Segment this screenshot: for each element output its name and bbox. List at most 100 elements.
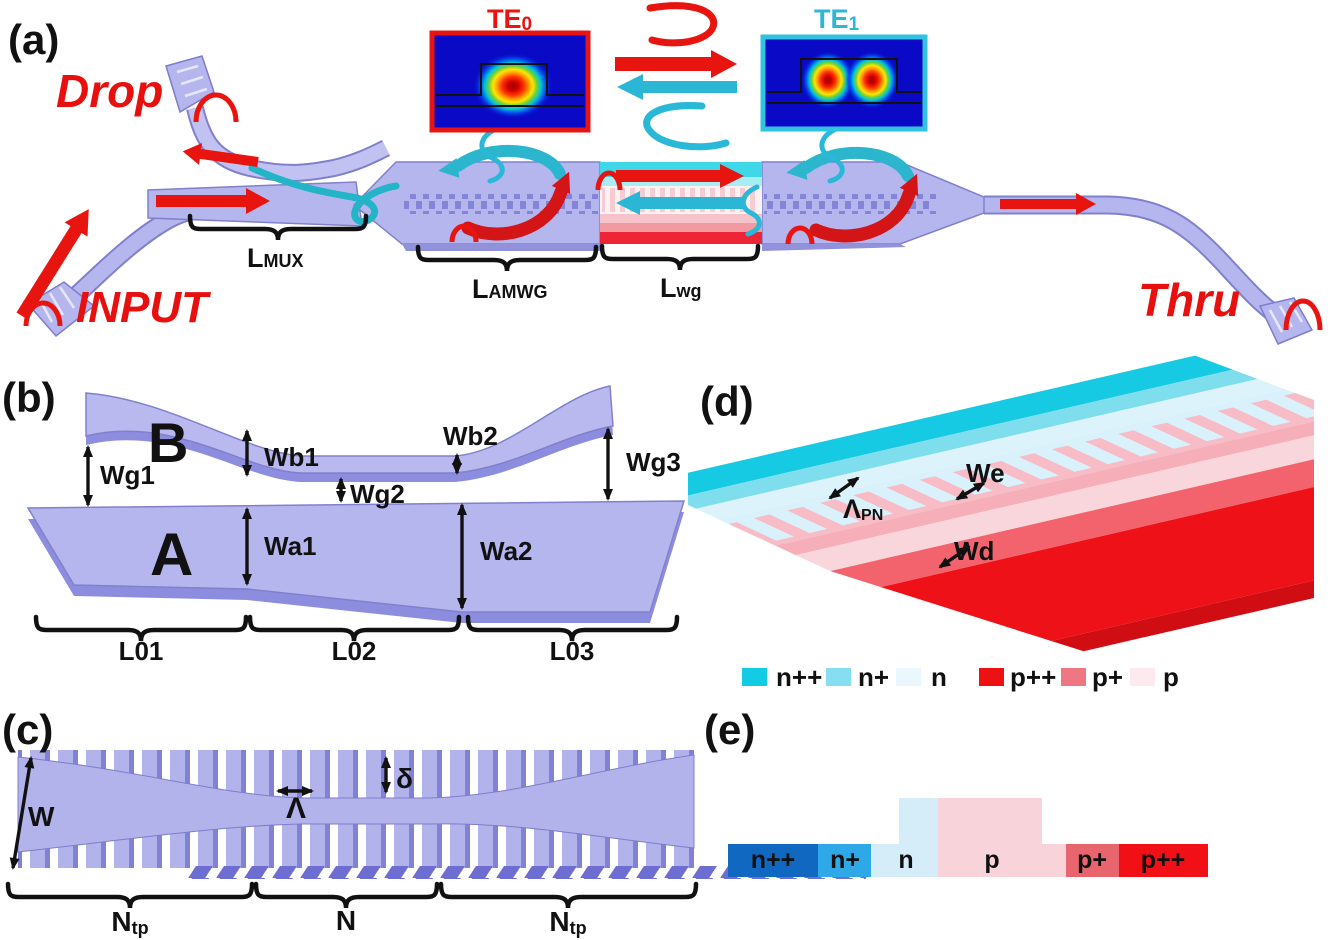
right-slab-cyan-curved-arrow [800, 146, 914, 182]
w-arrow [9, 756, 35, 870]
guide-a-label: A [150, 521, 193, 588]
ntp-left-brace [5, 881, 255, 909]
legend-label-ppp: p++ [1010, 662, 1056, 692]
te0-mode-box [429, 30, 591, 133]
grating-band-left [404, 194, 598, 214]
grating-body [17, 754, 695, 853]
panel-c: (c) W Λ δ Ntp N Ntp [2, 706, 870, 938]
panel-b: (b) B A Wg1 Wb1 Wb2 Wg2 Wg3 Wa1 Wa2 L01 … [2, 374, 686, 666]
l03-label: L03 [550, 636, 595, 666]
lwg-label: Lwg [660, 273, 702, 303]
p-ridge [938, 798, 1042, 845]
we-label: We [966, 458, 1005, 488]
lwg-brace [599, 243, 761, 271]
l02-brace [247, 614, 462, 642]
w-label: W [28, 801, 55, 832]
p-region-label: p [984, 846, 999, 874]
grating-band-right [764, 194, 936, 214]
lambda-pn-arrow [828, 476, 860, 500]
te-cyan-s [643, 102, 730, 151]
ppp-front [1004, 476, 1314, 652]
p-region [938, 844, 1066, 877]
grating-teeth-feet [185, 866, 870, 879]
legend-swatch-p [1130, 668, 1155, 686]
wd-label: Wd [954, 536, 994, 566]
pp-strip [830, 395, 1314, 590]
wg2-label: Wg2 [350, 479, 405, 509]
legend-swatch-n [896, 668, 921, 686]
waveguide-a [26, 500, 686, 613]
input-mode-arc [23, 300, 63, 327]
pp-region-label: p+ [1077, 846, 1107, 874]
lmux-label: LMUX [247, 243, 304, 273]
thru-port-label: Thru [1138, 274, 1240, 326]
lmux-brace [187, 213, 369, 241]
pp-region [1066, 844, 1119, 877]
panel-a: (a) Drop INPUT Thru TE0 TE1 LMUX LAMWG L… [8, 2, 1323, 345]
center-cyan-sine [740, 184, 762, 237]
fingers-pattern [719, 344, 1314, 546]
center-cyan-arrow [616, 191, 744, 215]
legend-swatch-ppp [979, 668, 1004, 686]
ppp-strip [870, 414, 1314, 652]
panel-e-label: (e) [704, 706, 755, 753]
n-region-label: n [898, 846, 913, 874]
panel-d: (d) ΛPN We Wd n++ n+ n p++ p+ p [688, 338, 1314, 692]
right-slab-red-arrowhead [899, 173, 919, 197]
te0-label: TE0 [487, 4, 532, 35]
input-grating-coupler [26, 281, 96, 338]
pn-waveguide-3d [688, 338, 1314, 652]
lambda-label: Λ [286, 792, 306, 825]
ridge-front [775, 370, 1314, 556]
n-label: N [336, 905, 356, 936]
left-slab-red-curved-arrow [461, 185, 568, 241]
legend-label-n: n [931, 662, 947, 692]
center-left-mode-arc [595, 170, 623, 191]
np-region-label: n+ [830, 846, 860, 874]
left-slab-cyan-arrowhead [438, 158, 460, 178]
guide-b-label: B [148, 411, 188, 474]
panel-e: (e) n++ n+ n p p+ p++ [704, 706, 1208, 877]
te0-cyan-sine [479, 126, 505, 184]
p-strip [795, 379, 1314, 572]
legend-label-pp: p+ [1092, 662, 1123, 692]
ntp-right-label: Ntp [549, 906, 586, 938]
amwg-slab-left-face [402, 244, 600, 251]
drop-port-label: Drop [56, 65, 163, 117]
lamwg-label: LAMWG [472, 274, 547, 304]
panel-a-label: (a) [8, 16, 59, 63]
te-cyan-arrow [617, 74, 737, 100]
thru-waveguide [984, 197, 1285, 325]
input-port-label: INPUT [76, 283, 211, 332]
wg3-label: Wg3 [626, 447, 681, 477]
wa2-label: Wa2 [480, 536, 533, 566]
npp-region-label: n++ [751, 846, 795, 874]
wg1-label: Wg1 [100, 460, 155, 490]
thru-red-arrow [1000, 193, 1096, 215]
right-slab-cyan-arrowhead [786, 160, 808, 180]
legend-swatch-np [826, 668, 851, 686]
lamwg-brace [415, 244, 599, 272]
legend-label-npp: n++ [776, 662, 822, 692]
wd-arrow [938, 545, 971, 569]
n-brace [253, 881, 440, 909]
doping-legend: n++ n+ n p++ p+ p [742, 662, 1179, 692]
n-ridge [899, 798, 938, 845]
input-red-arrow [16, 209, 89, 320]
wb2-label: Wb2 [443, 421, 498, 451]
l01-label: L01 [119, 636, 164, 666]
amwg-slab-right-face [762, 244, 906, 251]
legend-swatch-npp [742, 668, 767, 686]
left-slab-red-arrowhead [551, 171, 571, 195]
te-red-arc [646, 2, 718, 47]
legend-swatch-pp [1061, 668, 1086, 686]
ppp-region-label: p++ [1141, 846, 1185, 874]
panel-b-label: (b) [2, 374, 56, 421]
right-slab-red-curved-arrow [809, 187, 916, 243]
lambda-pn-label: ΛPN [843, 494, 883, 524]
fingers-bus [768, 366, 1314, 546]
drop-mode-arc [193, 92, 239, 123]
left-slab-cyan-curved-arrow [452, 144, 566, 180]
